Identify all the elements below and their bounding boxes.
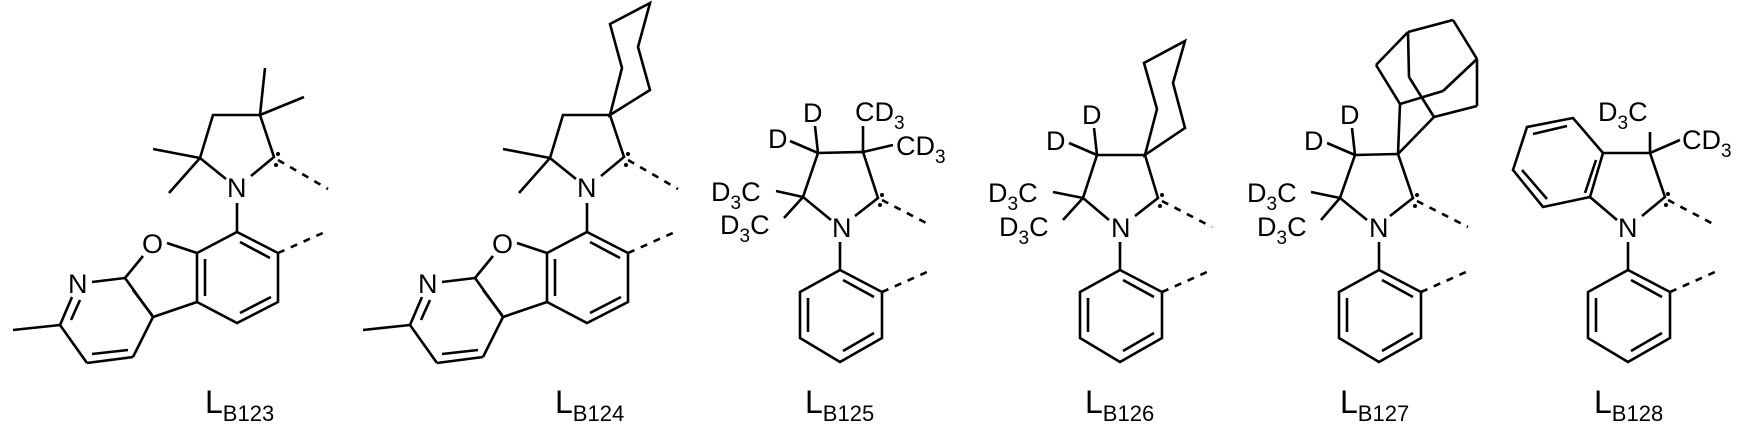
ligand-label-lb124: LB124 xyxy=(555,384,624,425)
group-d3c-upper: D3C xyxy=(711,177,761,214)
pyrrolidine-ring xyxy=(1052,127,1213,229)
atom-n-ring: N xyxy=(1369,213,1389,243)
phenyl-ring xyxy=(1337,268,1467,364)
atom-n-pyridine: N xyxy=(68,269,88,299)
benzo-ring xyxy=(1511,116,1604,209)
carbene-lone-pair-icon xyxy=(880,193,884,197)
atom-n-ring: N xyxy=(227,173,247,203)
ligand-lb125: D D CD3 CD3 D3C D3C N LB125 xyxy=(711,97,946,425)
atom-n-ring: N xyxy=(832,213,852,243)
ligand-label-lb123: LB123 xyxy=(205,384,274,425)
ligand-lb126: D D D3C D3C N LB126 xyxy=(988,38,1213,425)
atom-d-top: D xyxy=(1340,100,1360,130)
atom-n-pyridine: N xyxy=(418,269,438,299)
ligand-label-lb126: LB126 xyxy=(1085,384,1154,425)
carbene-lone-pair-icon xyxy=(1666,192,1670,196)
ligand-lb127: D D D3C D3C N LB127 xyxy=(1247,18,1479,425)
carbene-lone-pair-icon xyxy=(626,152,630,156)
atom-d-top: D xyxy=(803,98,823,128)
ligand-lb123: N O N LB123 xyxy=(12,67,329,425)
phenyl-ring xyxy=(798,268,928,364)
group-d3c-top: D3C xyxy=(1598,97,1648,134)
pyrrolidine-ring xyxy=(152,67,329,194)
pyrrolidine-ring xyxy=(502,113,679,194)
pyrrolidine-ring xyxy=(1310,127,1469,229)
group-d3c-lower: D3C xyxy=(999,212,1049,249)
atom-d-left: D xyxy=(1304,126,1324,156)
carbene-lone-pair-icon xyxy=(276,152,280,156)
benzo-ring xyxy=(545,230,676,325)
atom-n-ring: N xyxy=(1111,213,1131,243)
cyclohexane-ring xyxy=(1142,38,1188,159)
ligand-label-lb127: LB127 xyxy=(1340,384,1409,425)
group-d3c-upper: D3C xyxy=(988,178,1038,215)
adamantane-cage xyxy=(1374,18,1479,155)
group-d3c-upper: D3C xyxy=(1247,178,1297,215)
atom-d-left: D xyxy=(768,124,788,154)
cyclohexane-ring xyxy=(607,0,653,118)
atom-n-ring: N xyxy=(577,173,597,203)
group-cd3-right: CD3 xyxy=(1682,125,1732,162)
ligand-lb128: D3C CD3 N LB128 xyxy=(1511,97,1732,425)
phenyl-ring xyxy=(1586,268,1716,364)
indoline-ring xyxy=(1588,132,1718,228)
group-cd3-right: CD3 xyxy=(896,131,946,168)
phenyl-ring xyxy=(1078,268,1208,364)
atom-n-ring: N xyxy=(1618,213,1638,243)
carbene-lone-pair-icon xyxy=(1160,193,1164,197)
group-d3c-lower: D3C xyxy=(720,210,770,247)
atom-d-top: D xyxy=(1082,100,1102,130)
group-cd3-top: CD3 xyxy=(855,97,905,134)
atom-o-furan: O xyxy=(492,229,513,259)
pyrrolidine-ring xyxy=(775,125,931,227)
ligand-label-lb128: LB128 xyxy=(1594,384,1663,425)
atom-d-left: D xyxy=(1046,126,1066,156)
atom-o-furan: O xyxy=(142,229,163,259)
ligand-lb124: N O N LB124 xyxy=(362,0,679,425)
carbene-lone-pair-icon xyxy=(1415,193,1419,197)
benzo-ring xyxy=(195,230,326,325)
ligand-label-lb125: LB125 xyxy=(805,384,874,425)
group-d3c-lower: D3C xyxy=(1257,212,1307,249)
